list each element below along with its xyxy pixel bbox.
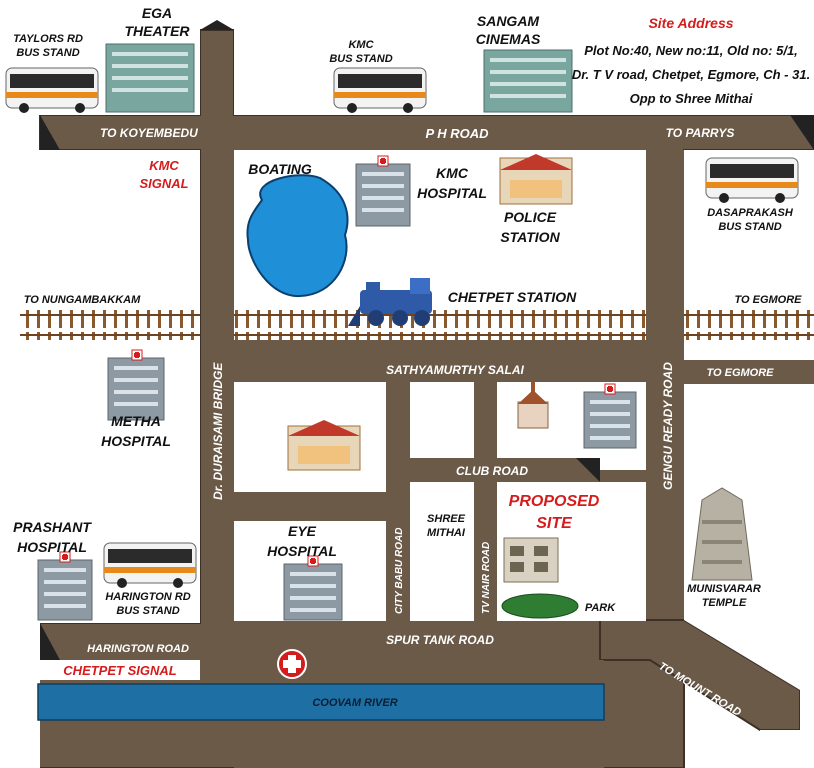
site-address-line2: Dr. T V road, Chetpet, Egmore, Ch - 31. <box>572 67 810 82</box>
train-icon <box>348 278 432 326</box>
hospital-icon <box>583 383 637 449</box>
to-egmore-rail-label: TO EGMORE <box>734 294 802 306</box>
metha-label-2: HOSPITAL <box>101 433 171 449</box>
tv-nair-road-label: TV NAIR ROAD <box>481 542 492 614</box>
shree-mithai-label-2: MITHAI <box>427 527 466 539</box>
prashant-label-1: PRASHANT <box>13 519 92 535</box>
chetpet-signal-label: CHETPET SIGNAL <box>63 663 176 678</box>
harington-road-label: HARINGTON ROAD <box>87 643 189 655</box>
gengu-ready-road-label: GENGU READY ROAD <box>661 362 675 490</box>
church-icon <box>517 382 549 429</box>
police-station-icon <box>499 154 573 205</box>
first-aid-icon <box>277 649 307 679</box>
dasaprakash-label-2: BUS STAND <box>718 221 781 233</box>
bridge-top-end <box>200 20 234 30</box>
chetpet-signal-box <box>40 660 200 680</box>
proposed-site-label-2: SITE <box>536 515 573 532</box>
to-egmore-road-label: TO EGMORE <box>706 367 774 379</box>
sathyamurthy-label: SATHYAMURTHY SALAI <box>386 363 524 377</box>
kmc-hospital-label-2: HOSPITAL <box>417 185 487 201</box>
munisvarar-label-2: TEMPLE <box>702 597 747 609</box>
kmc-signal-label-2: SIGNAL <box>139 176 188 191</box>
eye-hospital-label-2: HOSPITAL <box>267 543 337 559</box>
sangam-label-1: SANGAM <box>477 13 540 29</box>
munisvarar-label-1: MUNISVARAR <box>687 583 761 595</box>
to-parrys-label: TO PARRYS <box>666 126 735 140</box>
duraisami-bridge-label: Dr. DURAISAMI BRIDGE <box>211 362 225 500</box>
taylors-label-2: BUS STAND <box>16 47 79 59</box>
ega-label-1: EGA <box>142 5 172 21</box>
police-label-2: STATION <box>500 229 560 245</box>
coovam-river <box>37 683 605 721</box>
taylors-label-1: TAYLORS RD <box>13 33 83 45</box>
site-address-line1: Plot No:40, New no:11, Old no: 5/1, <box>584 43 798 58</box>
bus-icon <box>333 67 427 113</box>
harington-end <box>40 623 60 660</box>
club-road-label: CLUB ROAD <box>456 464 528 478</box>
hospital-icon <box>37 551 93 621</box>
metha-label-1: METHA <box>111 413 161 429</box>
boating-lake <box>246 174 349 298</box>
sangam-cinemas-icon <box>483 49 573 113</box>
police-label-1: POLICE <box>504 209 557 225</box>
kmc-hospital-label-1: KMC <box>436 165 469 181</box>
proposed-site-label-1: PROPOSED <box>509 493 600 510</box>
parrys-end <box>790 115 814 150</box>
dasaprakash-label-1: DASAPRAKASH <box>707 207 794 219</box>
bus-icon <box>5 67 99 113</box>
shree-mithai-label-1: SHREE <box>427 513 466 525</box>
harington-bus-label-2: BUS STAND <box>116 605 179 617</box>
proposed-site-building-icon <box>503 537 559 583</box>
ega-label-2: THEATER <box>124 23 190 39</box>
koyembedu-end <box>40 115 60 150</box>
temple-icon <box>691 487 753 581</box>
park-label: PARK <box>585 602 616 614</box>
hospital-icon <box>355 155 411 227</box>
eye-hospital-label-1: EYE <box>288 523 317 539</box>
school-icon <box>287 420 361 471</box>
spur-tank-label: SPUR TANK ROAD <box>386 633 494 647</box>
harington-bus-label-1: HARINGTON RD <box>105 591 190 603</box>
coovam-river-label: COOVAM RIVER <box>312 697 397 709</box>
site-address-heading: Site Address <box>648 15 733 31</box>
park-icon <box>501 593 579 619</box>
bus-icon <box>103 542 197 588</box>
kmc-signal-label-1: KMC <box>149 158 179 173</box>
hospital-icon <box>283 555 343 621</box>
boating-label: BOATING <box>248 161 312 177</box>
kmc-bus-label-1: KMC <box>348 39 374 51</box>
chetpet-station-label: CHETPET STATION <box>448 289 577 305</box>
sangam-label-2: CINEMAS <box>476 31 541 47</box>
prashant-label-2: HOSPITAL <box>17 539 87 555</box>
site-address-line3: Opp to Shree Mithai <box>630 91 753 106</box>
city-babu-road-label: CITY BABU ROAD <box>394 528 405 614</box>
ph-road-label: P H ROAD <box>425 126 489 141</box>
place-labels: TAYLORS RD BUS STAND EGA THEATER KMC BUS… <box>13 5 810 617</box>
bus-icon <box>705 157 799 203</box>
ega-theater-icon <box>105 43 195 113</box>
to-koyembedu-label: TO KOYEMBEDU <box>100 126 198 140</box>
club-road-end <box>576 458 600 482</box>
kmc-bus-label-2: BUS STAND <box>329 53 392 65</box>
egmore-side-road <box>684 360 814 384</box>
to-nungambakkam-label: TO NUNGAMBAKKAM <box>24 294 141 306</box>
railway-track <box>20 310 814 340</box>
hospital-icon <box>107 349 165 421</box>
